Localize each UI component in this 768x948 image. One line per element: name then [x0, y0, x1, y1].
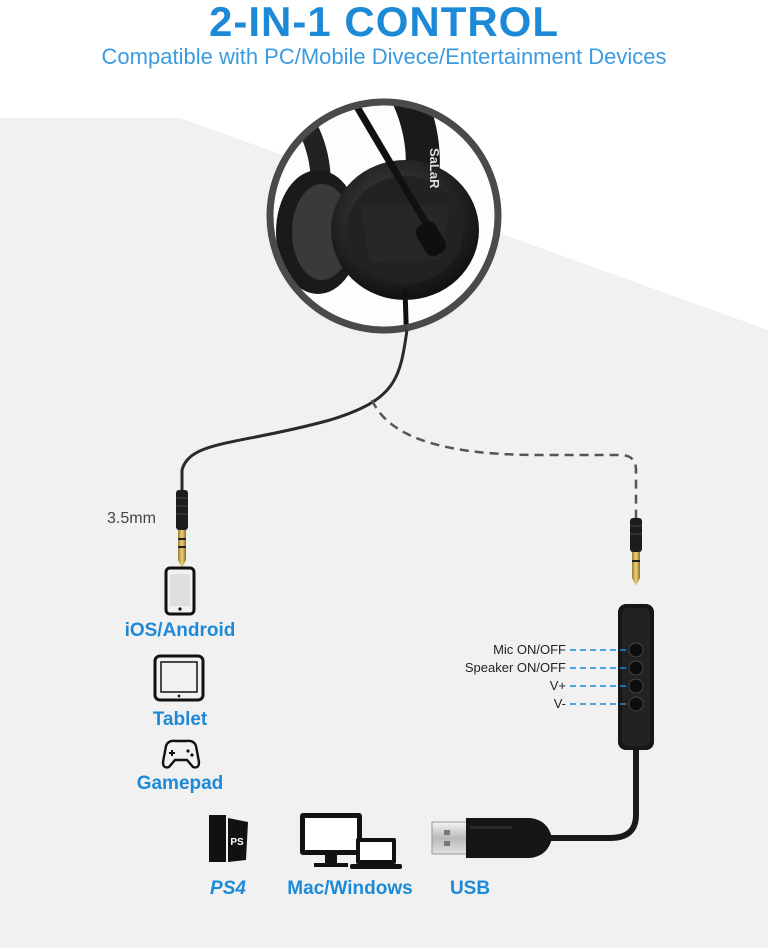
usb-label: USB [449, 878, 491, 899]
svg-text:PS: PS [230, 837, 244, 848]
gamepad-icon [161, 739, 201, 769]
control-label-speaker: Speaker ON/OFF [464, 660, 566, 675]
usb-control-box [618, 604, 654, 750]
usb-plug [431, 818, 552, 858]
control-label-volume-down: V- [553, 696, 566, 711]
control-buttons [628, 642, 644, 712]
page-title: 2-IN-1 CONTROL [209, 0, 559, 45]
device-label-gamepad: Gamepad [136, 773, 224, 794]
playstation-icon: PS [209, 815, 248, 862]
smartphone-icon [164, 566, 196, 616]
jack-label: 3.5mm [107, 510, 156, 527]
headset-image: SaLaR [266, 98, 502, 334]
control-label-mic: Mic ON/OFF [493, 642, 566, 657]
adapter-dashed-cable [370, 399, 638, 518]
brand-mark: SaLaR [427, 148, 442, 189]
adapter-audio-jack [630, 518, 642, 586]
device-label-ios-android: iOS/Android [124, 620, 236, 641]
audio-jack-3-5mm [176, 490, 188, 568]
usb-cable [545, 750, 639, 841]
device-label-ps4: PS4 [210, 878, 246, 899]
device-label-mac-windows: Mac/Windows [287, 878, 413, 899]
tablet-icon [153, 654, 205, 702]
computer-icon [300, 813, 402, 869]
page-subtitle: Compatible with PC/Mobile Divece/Enterta… [101, 44, 667, 69]
device-label-tablet: Tablet [152, 709, 208, 730]
control-label-volume-up: V+ [549, 678, 566, 693]
headset-cable [180, 329, 409, 492]
